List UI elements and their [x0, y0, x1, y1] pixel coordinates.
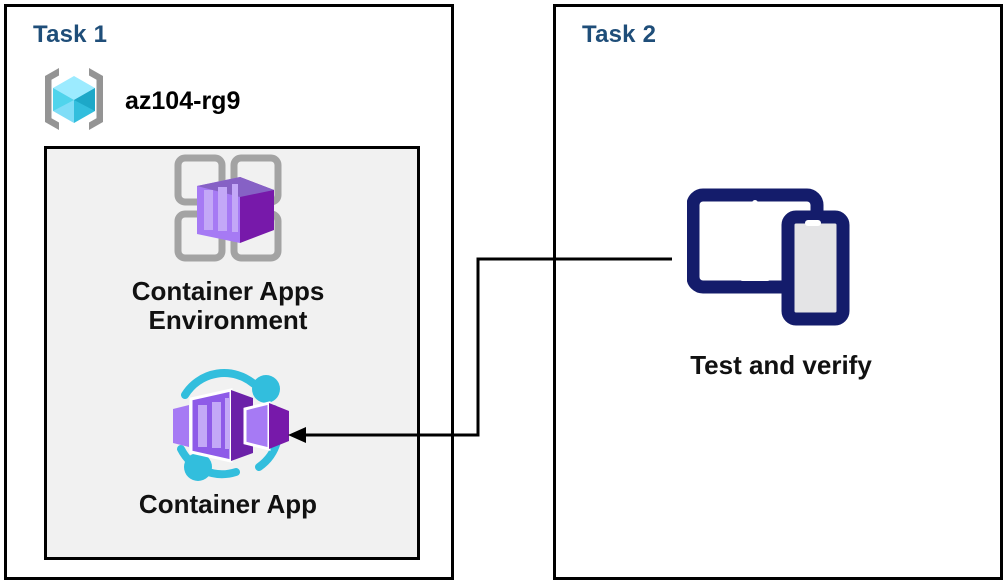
- node-test-and-verify[interactable]: Test and verify: [625, 163, 937, 380]
- container-app-icon: [153, 365, 303, 488]
- resource-group-icon: [37, 62, 111, 141]
- devices-icon-plate: [666, 163, 896, 349]
- node-container-app[interactable]: Container App: [63, 365, 393, 519]
- node-container-app-label: Container App: [138, 489, 318, 519]
- resource-group-row: az104-rg9: [37, 63, 367, 139]
- node-container-apps-environment-label: Container Apps Environment: [131, 276, 325, 336]
- devices-tablet-phone-icon: [686, 179, 875, 334]
- task-1-title: Task 1: [33, 21, 108, 48]
- node-test-and-verify-label: Test and verify: [690, 350, 872, 380]
- resource-group-name: az104-rg9: [125, 86, 241, 115]
- task-2-title: Task 2: [582, 21, 657, 48]
- container-apps-environment-icon: [164, 150, 292, 275]
- node-container-apps-environment[interactable]: Container Apps Environment: [63, 150, 393, 335]
